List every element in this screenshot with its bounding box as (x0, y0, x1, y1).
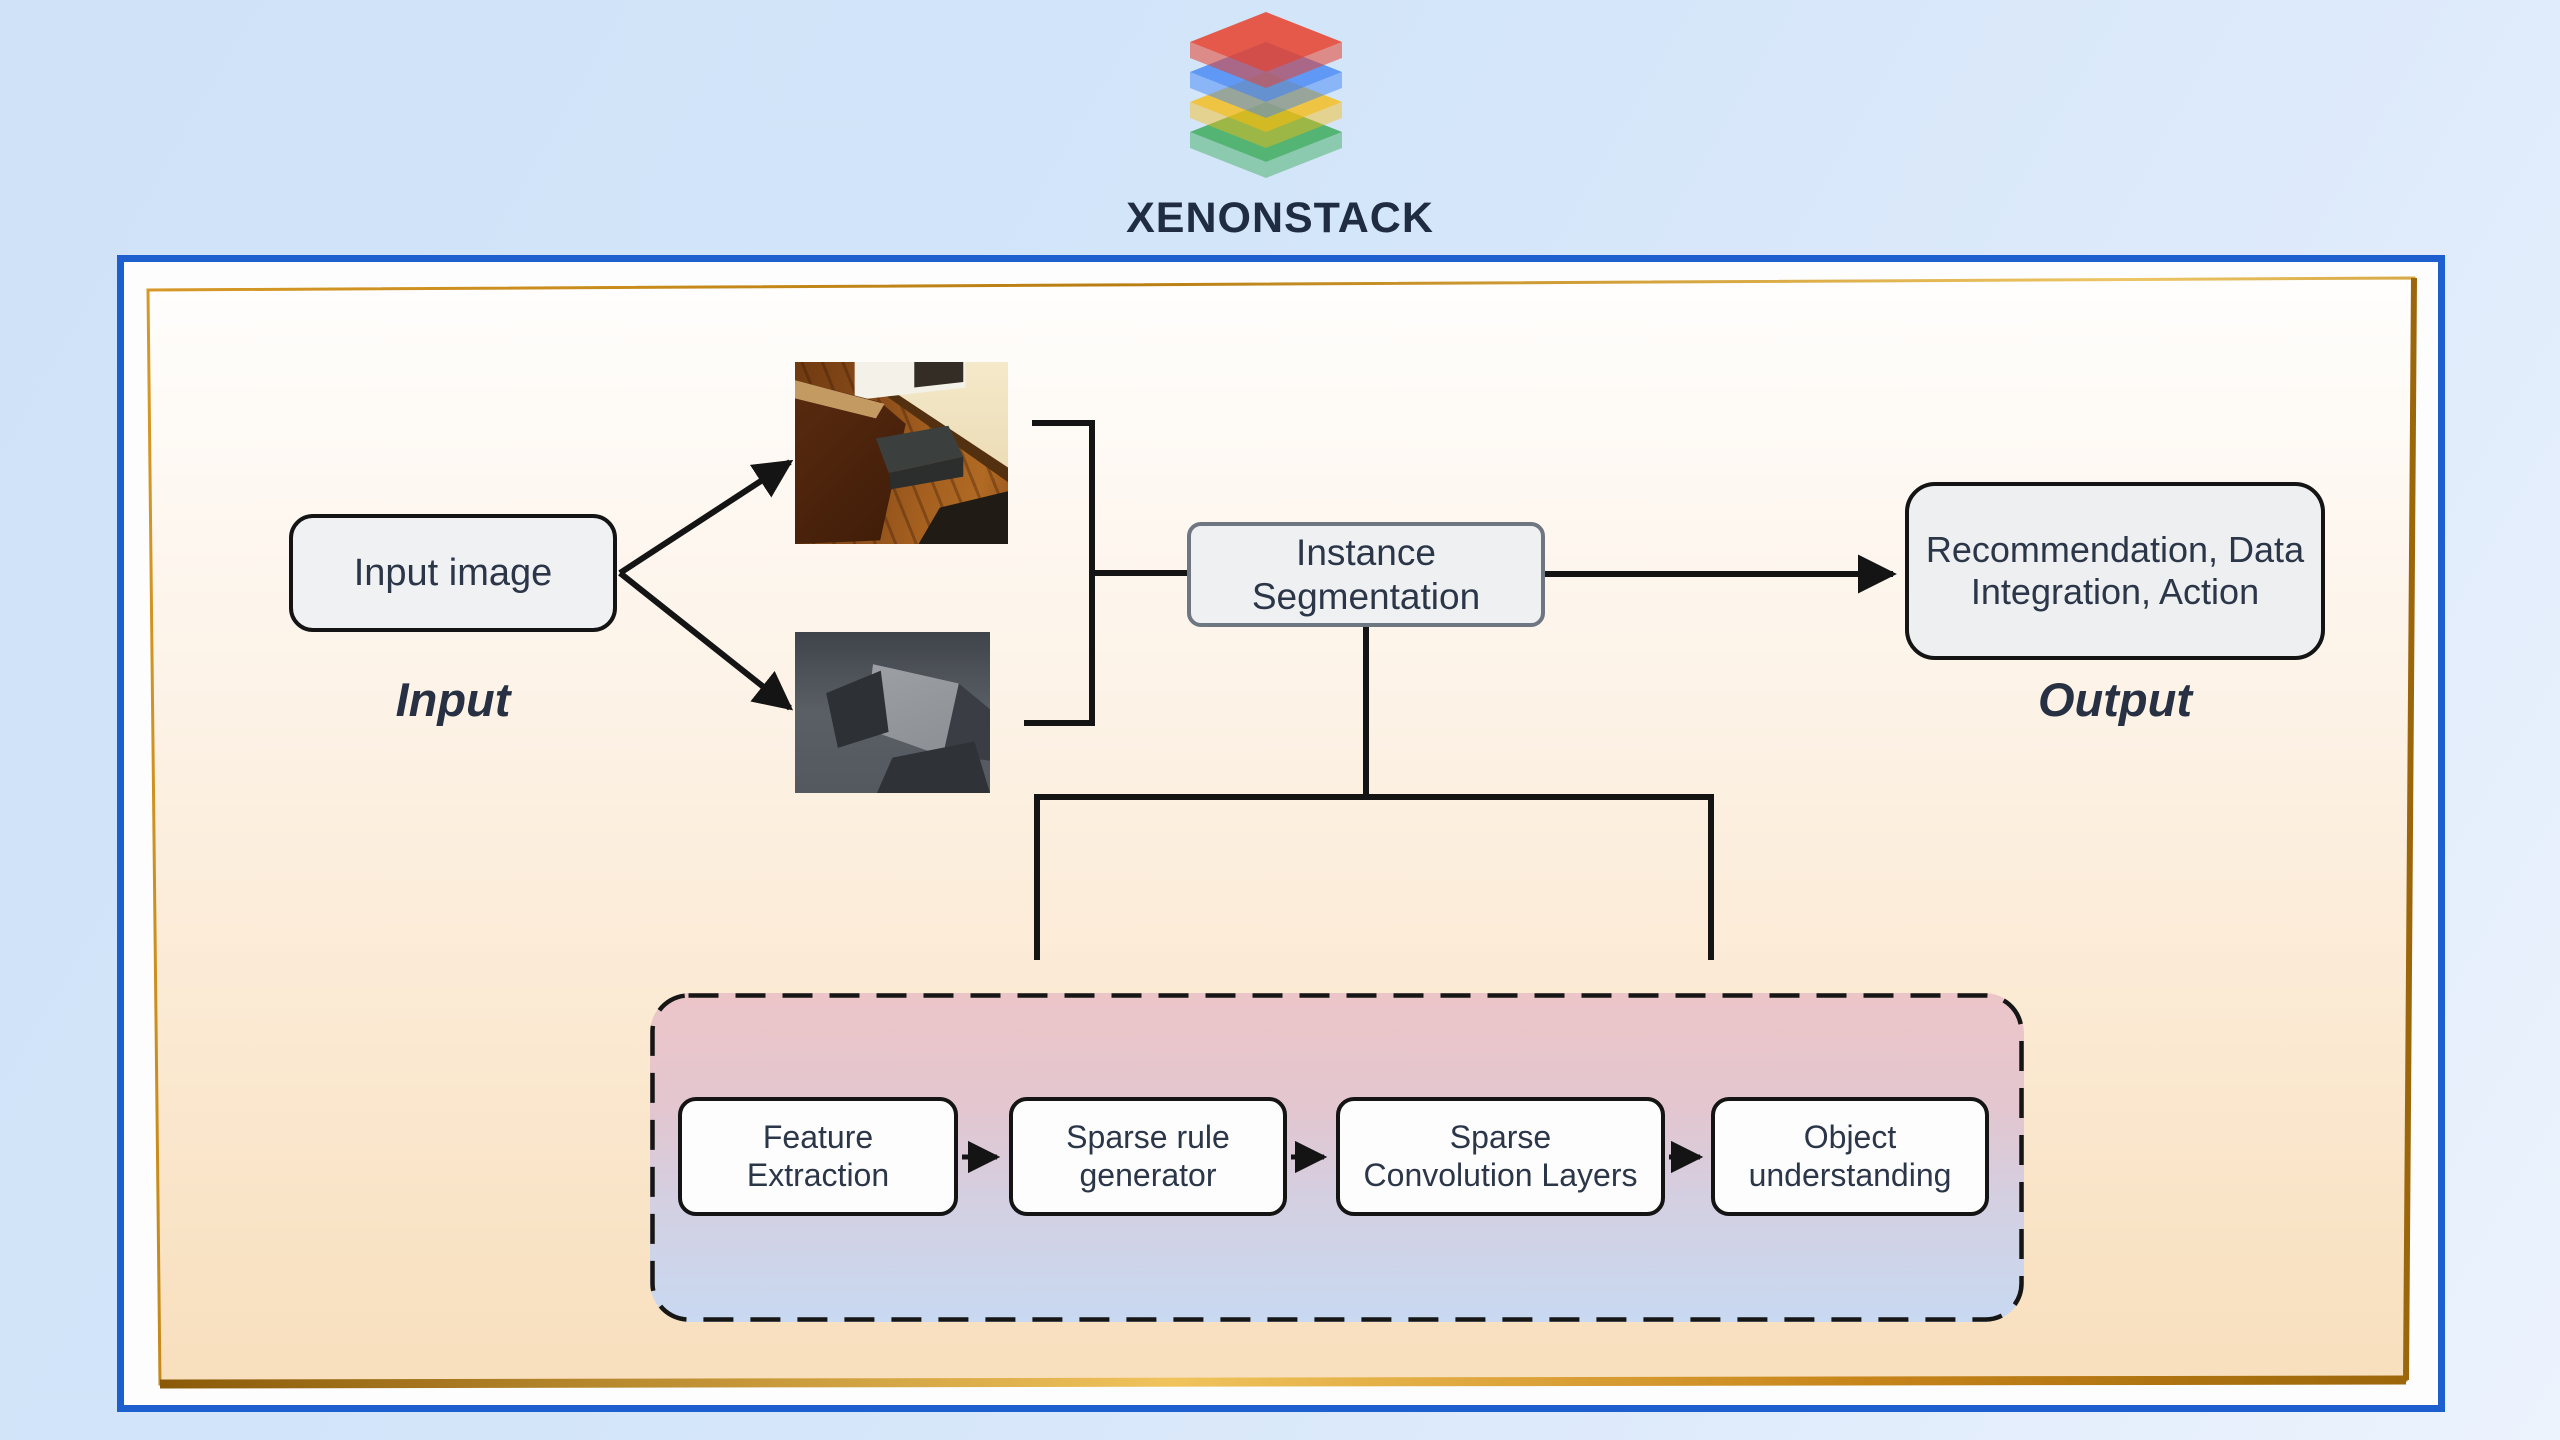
dashed-border (650, 993, 2024, 1322)
sparse-rule-generator-node: Sparse rule generator (1009, 1097, 1287, 1216)
input-image-label: Input image (353, 551, 553, 594)
object-understanding-line2: understanding (1748, 1156, 1952, 1193)
input-caption: Input (395, 673, 511, 726)
xenonstack-logo-icon (1190, 12, 1342, 178)
depth-map-image (795, 632, 990, 793)
sparse-conv-line1: Sparse (1449, 1118, 1552, 1155)
feature-extraction-node: Feature Extraction (678, 1097, 958, 1216)
object-understanding-node: Object understanding (1711, 1097, 1989, 1216)
object-understanding-line1: Object (1803, 1118, 1897, 1155)
brand-name: XENONSTACK (1126, 194, 1434, 242)
rgb-room-image (795, 362, 1008, 544)
sparse-rule-line1: Sparse rule (1066, 1118, 1230, 1155)
output-caption: Output (2038, 673, 2192, 726)
instance-segmentation-node: Instance Segmentation (1187, 522, 1545, 627)
output-label-line1: Recommendation, Data (1925, 528, 2305, 570)
sparse-rule-line2: generator (1079, 1156, 1217, 1193)
sparse-conv-line2: Convolution Layers (1363, 1156, 1638, 1193)
output-label-line2: Integration, Action (1970, 571, 2260, 612)
input-image-node: Input image (289, 514, 617, 632)
feature-extraction-line2: Extraction (746, 1156, 890, 1193)
output-node: Recommendation, Data Integration, Action (1905, 482, 2325, 660)
instance-label-line1: Instance (1296, 531, 1436, 573)
feature-extraction-line1: Feature (762, 1118, 874, 1155)
instance-label-line2: Segmentation (1251, 575, 1481, 617)
sparse-convolution-node: Sparse Convolution Layers (1336, 1097, 1665, 1216)
